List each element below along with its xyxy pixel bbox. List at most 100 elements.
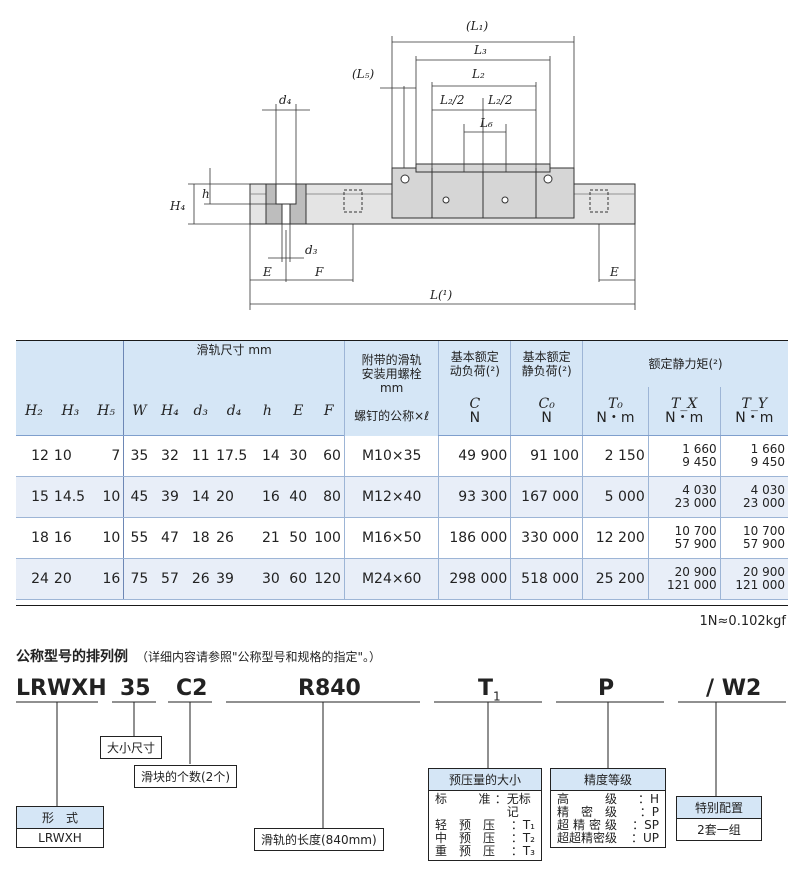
- label-L2half-b: L₂/2: [487, 93, 512, 107]
- code-size: 35: [120, 676, 151, 701]
- cell-H5: 10: [88, 517, 124, 559]
- cell-H5: 10: [88, 476, 124, 518]
- hdr-static-load: 基本额定 静负荷(²): [510, 341, 583, 387]
- col-TX: T_X N・m: [647, 387, 721, 436]
- cell-E: 60: [282, 558, 314, 600]
- col-H4: H₄: [154, 387, 186, 436]
- cell-T0: 5 000: [582, 476, 649, 518]
- cell-H2: 24: [16, 558, 52, 600]
- col-E: E: [282, 387, 314, 436]
- cell-d3: 14: [185, 476, 217, 518]
- code-series: LRWXH: [16, 676, 107, 701]
- cell-T0: 2 150: [582, 435, 649, 477]
- cell-C0: 518 000: [510, 558, 583, 600]
- table-row: 12 10 7 35 32 11 17.5 14 30 60 M10×35 49…: [16, 435, 788, 477]
- cell-W: 75: [123, 558, 155, 600]
- cell-H2: 18: [16, 517, 52, 559]
- label-E-right: E: [609, 265, 619, 279]
- cell-d4: 17.5: [216, 435, 253, 477]
- cell-F: 100: [313, 517, 345, 559]
- cell-bolt: M16×50: [343, 517, 439, 559]
- table-row: 18 16 10 55 47 18 26 21 50 100 M16×50 18…: [16, 517, 788, 559]
- cell-E: 50: [282, 517, 314, 559]
- label-F: F: [314, 265, 324, 279]
- cell-H3: 16: [51, 517, 89, 559]
- code-accuracy: P: [598, 676, 615, 701]
- cell-d3: 18: [185, 517, 217, 559]
- col-T0: T₀ N・m: [582, 387, 649, 436]
- cell-bolt: M12×40: [343, 476, 439, 518]
- cell-H5: 16: [88, 558, 124, 600]
- col-d4: d₄: [216, 387, 253, 436]
- cell-H4: 32: [154, 435, 186, 477]
- col-h: h: [252, 387, 283, 436]
- example-title: 公称型号的排列例（详细内容请参照"公称型号和规格的指定"。）: [16, 649, 382, 665]
- cell-h: 14: [252, 435, 283, 477]
- label-E-left: E: [262, 265, 272, 279]
- cell-W: 45: [123, 476, 155, 518]
- hdr-dynamic-load: 基本额定 动负荷(²): [438, 341, 511, 387]
- cell-F: 60: [313, 435, 345, 477]
- cell-H3: 10: [51, 435, 89, 477]
- hdr-blank: [16, 341, 124, 387]
- label-L: L(¹): [429, 288, 452, 302]
- cell-H3: 14.5: [51, 476, 89, 518]
- cell-h: 21: [252, 517, 283, 559]
- box-accuracy: 精度等级 高 级：H 精 密 级：P 超精密级：SP 超超精密级：UP: [550, 768, 666, 848]
- cell-H3: 20: [51, 558, 89, 600]
- code-preload: T1: [478, 676, 501, 704]
- table-row: 15 14.5 10 45 39 14 20 16 40 80 M12×40 9…: [16, 476, 788, 518]
- guide-rail-diagram: (L₁) L₃ (L₅) L₂ L₂/2 L₂/2 L₆ d₄ H₄ h d₃ …: [169, 19, 636, 310]
- unit-conversion-note: 1N≈0.102kgf: [699, 614, 786, 629]
- table-bottom-rule: [16, 605, 788, 606]
- spec-table: 滑轨尺寸 mm 附带的滑轨 安装用螺栓 mm 螺钉的公称×ℓ 基本额定 动负荷(…: [16, 341, 788, 600]
- cell-T0: 25 200: [582, 558, 649, 600]
- code-connector-lines: [16, 701, 786, 828]
- cell-d3: 11: [185, 435, 217, 477]
- label-L2: L₂: [471, 67, 485, 81]
- example-subtitle: （详细内容请参照"公称型号和规格的指定"。）: [136, 650, 382, 664]
- cell-C: 93 300: [438, 476, 511, 518]
- box-length: 滑轨的长度(840mm): [254, 828, 384, 851]
- cell-F: 80: [313, 476, 345, 518]
- cell-F: 120: [313, 558, 345, 600]
- col-d3: d₃: [185, 387, 217, 436]
- table-row: 24 20 16 75 57 26 39 30 60 120 M24×60 29…: [16, 558, 788, 600]
- cell-H2: 12: [16, 435, 52, 477]
- cell-d4: 26: [216, 517, 253, 559]
- cell-h: 30: [252, 558, 283, 600]
- cell-H4: 39: [154, 476, 186, 518]
- cell-C0: 167 000: [510, 476, 583, 518]
- cell-h: 16: [252, 476, 283, 518]
- cell-C: 298 000: [438, 558, 511, 600]
- cell-H2: 15: [16, 476, 52, 518]
- cell-C0: 330 000: [510, 517, 583, 559]
- cell-d3: 26: [185, 558, 217, 600]
- box-blocks: 滑块的个数(2个): [134, 765, 237, 788]
- label-d4: d₄: [279, 93, 292, 107]
- cell-C0: 91 100: [510, 435, 583, 477]
- code-blocks: C2: [176, 676, 208, 701]
- cell-d4: 20: [216, 476, 253, 518]
- col-F: F: [313, 387, 345, 436]
- col-C0: C₀ N: [510, 387, 583, 436]
- label-L6: L₆: [479, 116, 493, 130]
- cell-T0: 12 200: [582, 517, 649, 559]
- col-TY: T_Y N・m: [719, 387, 788, 436]
- label-h: h: [202, 187, 210, 201]
- cell-bolt: M10×35: [343, 435, 439, 477]
- box-preload: 预压量的大小 标 准：无标记 轻预压：T₁ 中预压：T₂ 重预压：T₃: [428, 768, 542, 861]
- cell-E: 30: [282, 435, 314, 477]
- col-C: C N: [438, 387, 511, 436]
- cell-W: 35: [123, 435, 155, 477]
- box-size: 大小尺寸: [100, 736, 163, 759]
- label-L5: (L₅): [352, 67, 374, 81]
- label-L2half-a: L₂/2: [439, 93, 464, 107]
